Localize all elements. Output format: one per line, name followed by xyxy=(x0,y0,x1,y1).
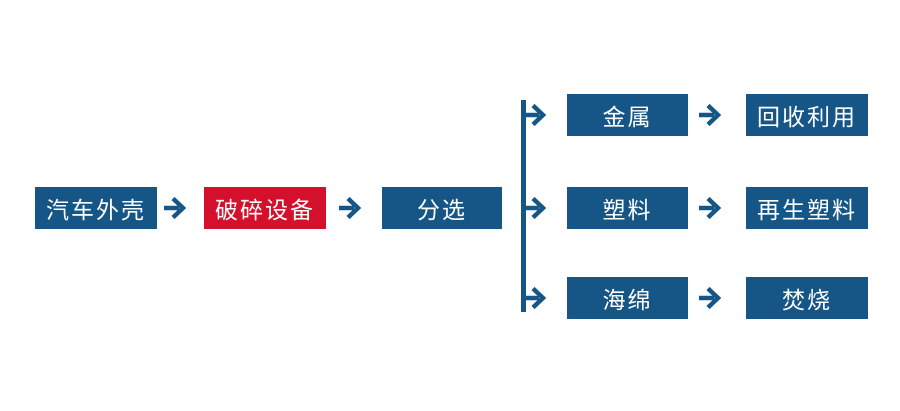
node-sponge: 海绵 xyxy=(567,277,688,319)
arrow-right-icon xyxy=(339,196,362,220)
arrow-right-icon xyxy=(699,196,722,220)
node-metal-label: 金属 xyxy=(602,104,653,130)
branch-arrow-right-icon xyxy=(524,196,547,220)
node-plastic: 塑料 xyxy=(567,187,688,229)
branch-arrow-right-icon xyxy=(524,103,547,127)
node-incineration: 焚烧 xyxy=(746,277,868,319)
node-car-shell: 汽车外壳 xyxy=(35,187,157,229)
node-recycle-reuse-label: 回收利用 xyxy=(757,104,857,130)
node-recycle-reuse: 回收利用 xyxy=(746,94,868,136)
arrow-right-icon xyxy=(699,103,722,127)
node-sorting: 分选 xyxy=(382,187,502,229)
node-recycled-plastic-label: 再生塑料 xyxy=(757,197,857,223)
arrow-right-icon xyxy=(164,196,187,220)
node-recycled-plastic: 再生塑料 xyxy=(746,187,868,229)
node-metal: 金属 xyxy=(567,94,688,136)
branch-arrow-right-icon xyxy=(524,286,547,310)
node-crusher: 破碎设备 xyxy=(204,187,326,229)
node-sorting-label: 分选 xyxy=(417,197,467,223)
node-car-shell-label: 汽车外壳 xyxy=(46,197,146,223)
node-incineration-label: 焚烧 xyxy=(782,287,832,313)
node-sponge-label: 海绵 xyxy=(602,287,653,313)
node-crusher-label: 破碎设备 xyxy=(215,197,315,223)
branch-connector-line xyxy=(521,100,526,312)
arrow-right-icon xyxy=(699,286,722,310)
node-plastic-label: 塑料 xyxy=(602,197,653,223)
